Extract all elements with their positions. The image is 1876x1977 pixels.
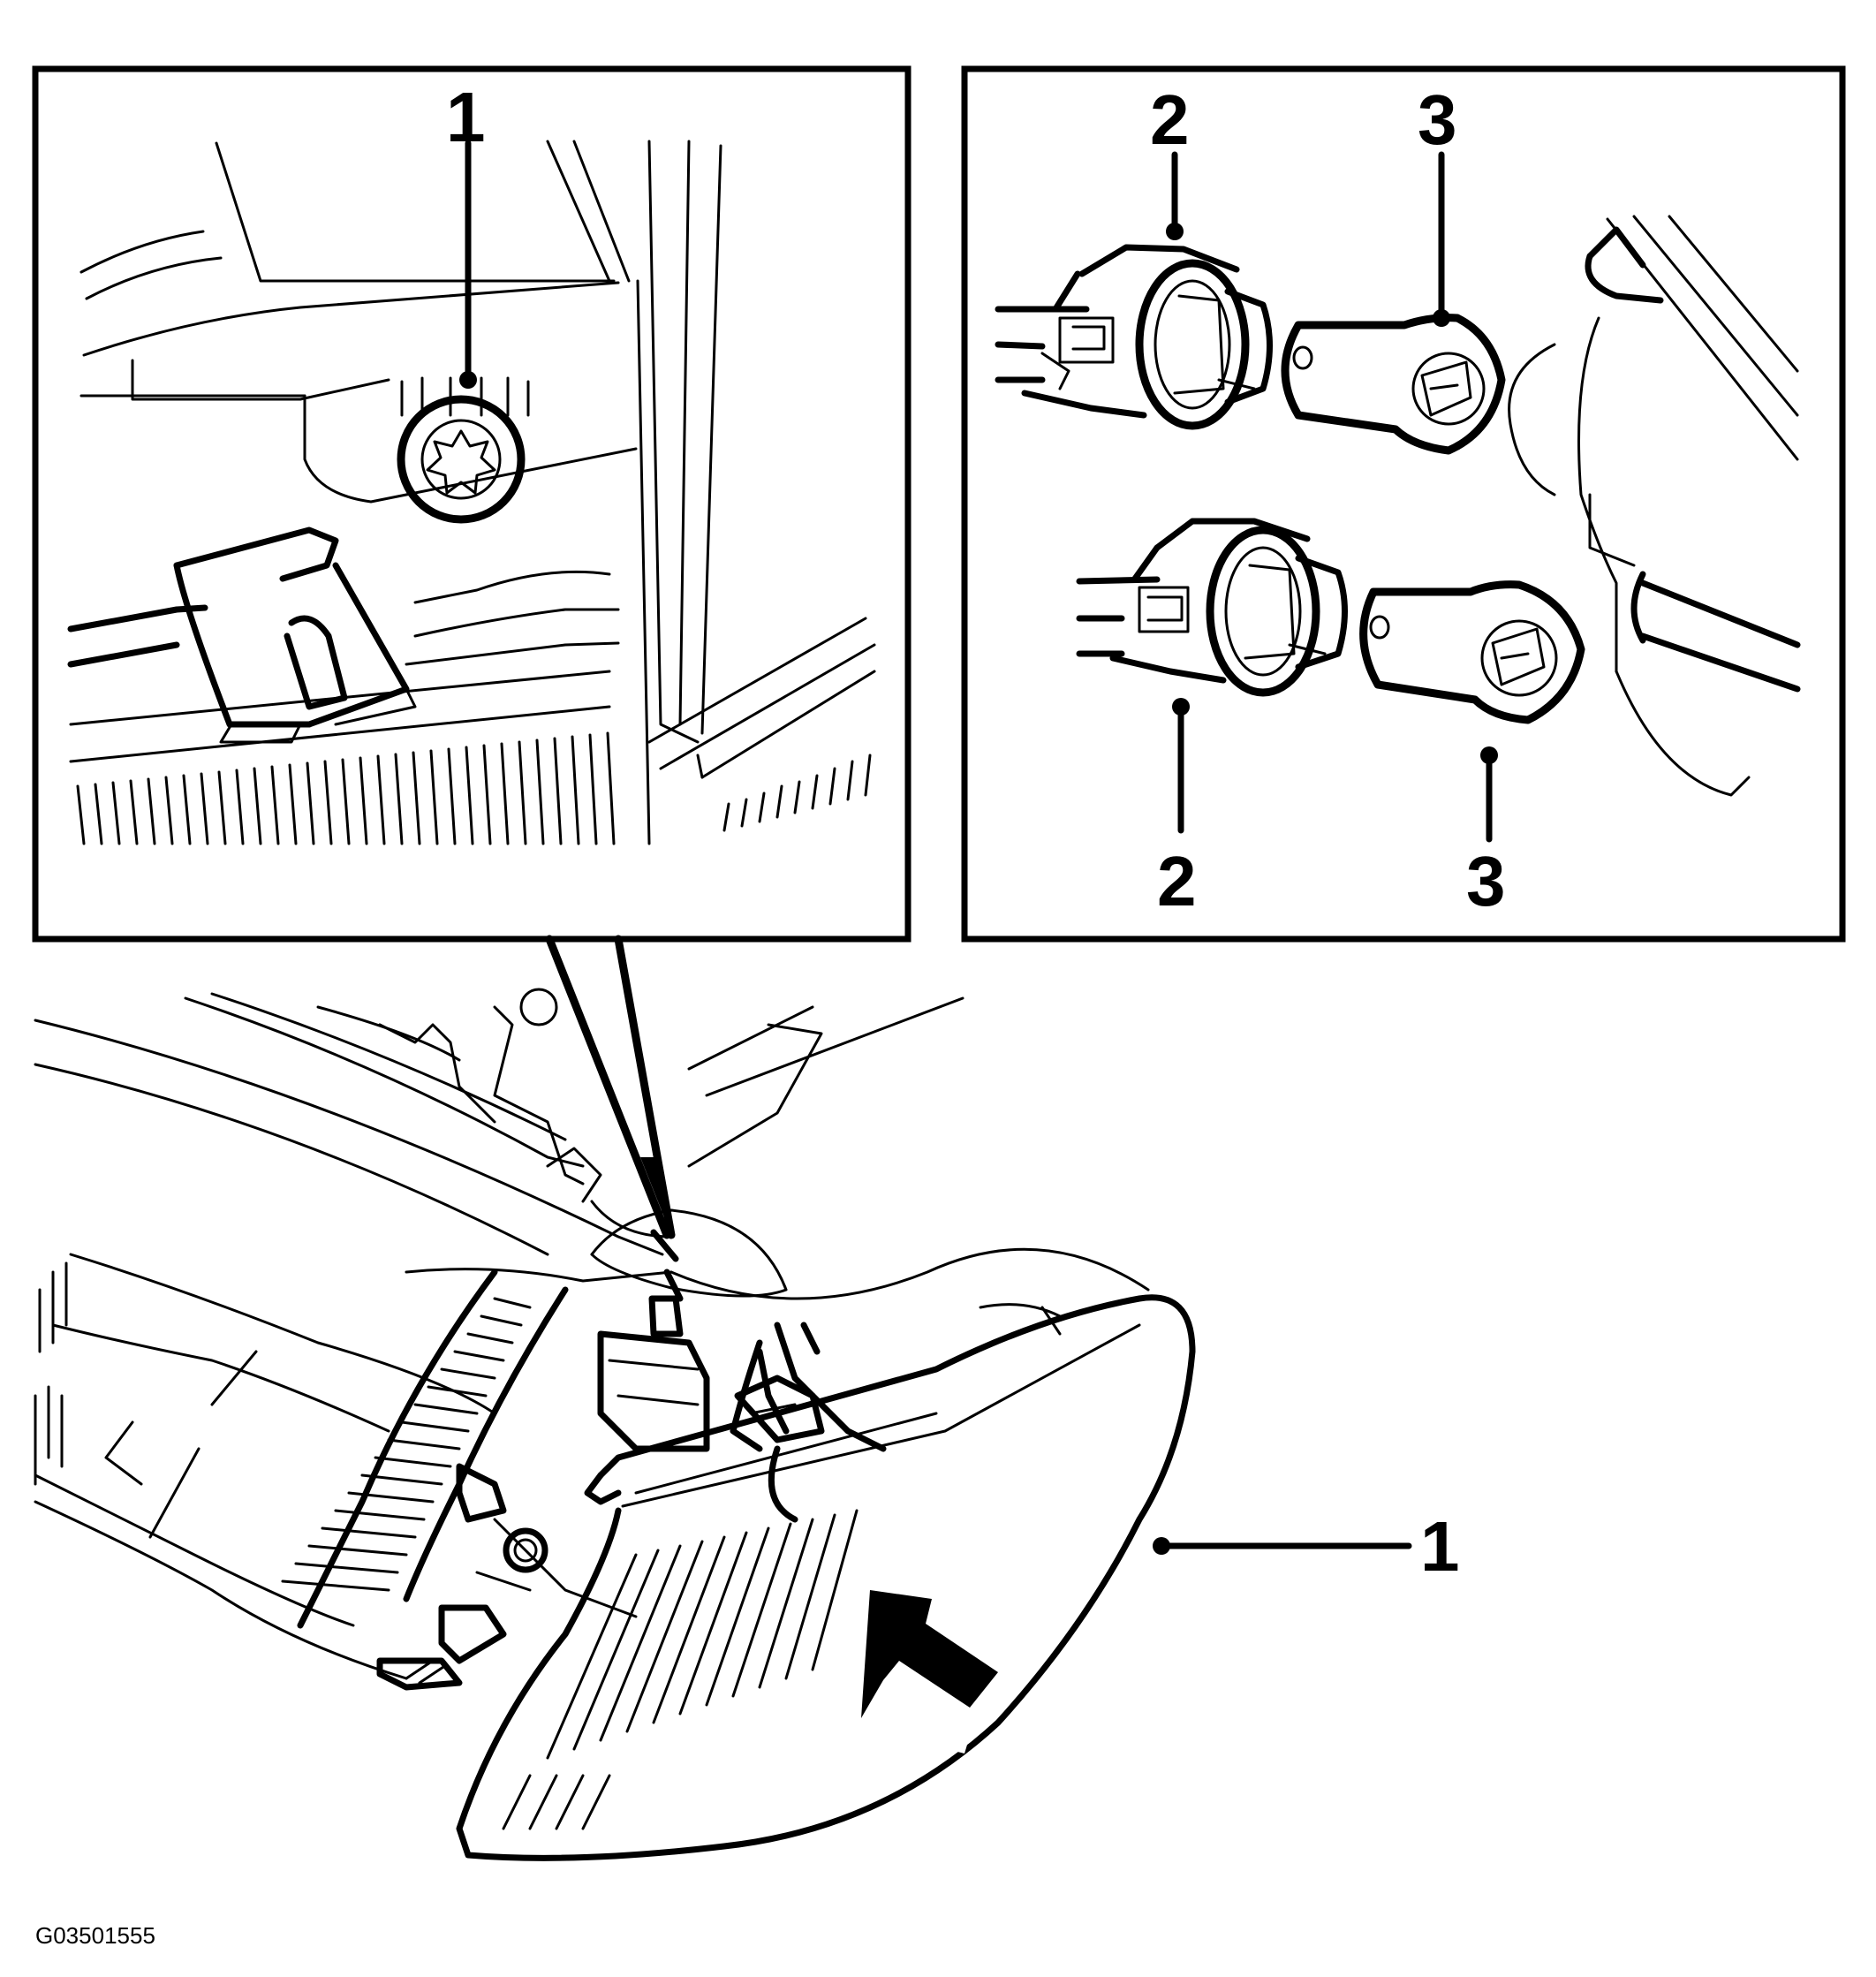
inset-screw-detail: 1 [32, 65, 912, 943]
callout-left-1: 1 [446, 78, 486, 156]
callout-top-2: 2 [1150, 80, 1190, 159]
inset-left-frame [32, 65, 912, 943]
bulb-top [1281, 314, 1506, 455]
bulb-holder-bottom [1076, 518, 1348, 697]
callout-top-3: 3 [1418, 80, 1457, 159]
callout-main-1: 1 [1420, 1507, 1460, 1586]
bulb-holder-top [995, 244, 1273, 430]
main-assembly-view: 1 [34, 988, 1460, 1861]
inset-pointer [545, 935, 676, 1239]
torx-screw [397, 395, 526, 524]
removal-direction-arrow [861, 1590, 998, 1718]
bulb-bottom [1359, 580, 1585, 724]
figure-code: G03501555 [35, 1922, 155, 1949]
indicator-lamp-lens [456, 1294, 1196, 1861]
inset-bulb-detail: 2 3 2 [961, 65, 1846, 943]
callout-bottom-2: 2 [1157, 842, 1197, 920]
callout-bottom-3: 3 [1466, 842, 1506, 920]
lens-ribs [502, 1509, 859, 1830]
seal-strip-ribs [281, 1297, 532, 1592]
inset-right-frame [961, 65, 1846, 943]
grille-ribs [76, 731, 872, 845]
